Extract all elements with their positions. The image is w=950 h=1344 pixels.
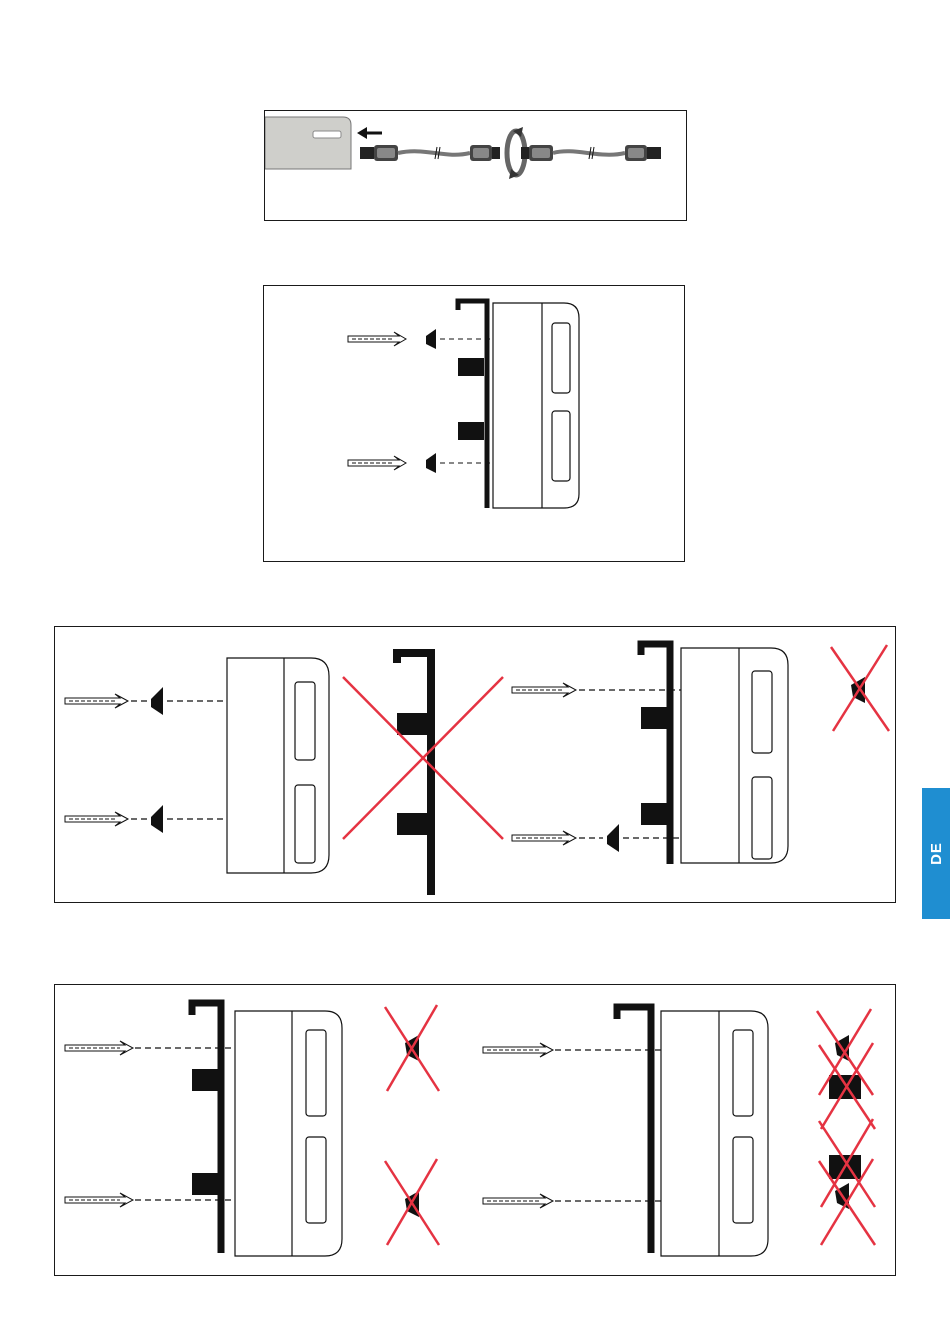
screw-icon xyxy=(483,1194,553,1208)
spacer-block xyxy=(426,329,436,473)
figure-correct-mounting xyxy=(263,285,685,562)
screw-icon xyxy=(348,456,406,470)
language-tab[interactable]: DE xyxy=(922,788,950,919)
push-arrow-icon xyxy=(357,127,382,139)
m12-connector xyxy=(360,145,398,161)
cable xyxy=(398,147,470,159)
correct-mounting-drawing xyxy=(264,286,686,563)
spacer-block xyxy=(151,687,163,833)
screw-icon xyxy=(65,1041,133,1055)
screw-icon xyxy=(65,812,128,826)
sensor-unit xyxy=(265,117,351,169)
m12-connector xyxy=(521,145,553,161)
screw-icon xyxy=(512,831,576,845)
sensor-housing xyxy=(227,658,329,873)
sensor-housing xyxy=(681,648,788,863)
figure-incorrect-mounting-2 xyxy=(54,984,896,1276)
sensor-housing xyxy=(235,1011,342,1256)
figure-incorrect-mounting-1 xyxy=(54,626,896,903)
mounting-bracket xyxy=(192,1003,221,1253)
cross-mark-icon xyxy=(385,1005,439,1091)
cross-mark-icon xyxy=(831,645,889,731)
cable-connection-drawing xyxy=(265,111,688,222)
mounting-bracket xyxy=(617,1007,651,1253)
mounting-bracket xyxy=(397,653,431,895)
screw-icon xyxy=(483,1043,553,1057)
screw-icon xyxy=(348,332,406,346)
cable xyxy=(553,147,625,159)
m12-connector xyxy=(470,145,500,161)
sensor-housing xyxy=(661,1011,768,1256)
incorrect-mounting-2-drawing xyxy=(55,985,897,1277)
language-tab-label: DE xyxy=(928,842,945,865)
cross-mark-icon xyxy=(385,1159,439,1245)
incorrect-mounting-1-drawing xyxy=(55,627,897,904)
spacer-block xyxy=(607,824,619,852)
mounting-bracket xyxy=(458,301,487,508)
screw-icon xyxy=(65,1193,133,1207)
m12-connector xyxy=(625,145,661,161)
figure-cable-connection xyxy=(264,110,687,221)
screw-icon xyxy=(65,694,128,708)
screw-icon xyxy=(512,683,576,697)
sensor-housing xyxy=(493,303,579,508)
mounting-bracket xyxy=(641,644,670,864)
spacer-block xyxy=(405,1035,419,1217)
